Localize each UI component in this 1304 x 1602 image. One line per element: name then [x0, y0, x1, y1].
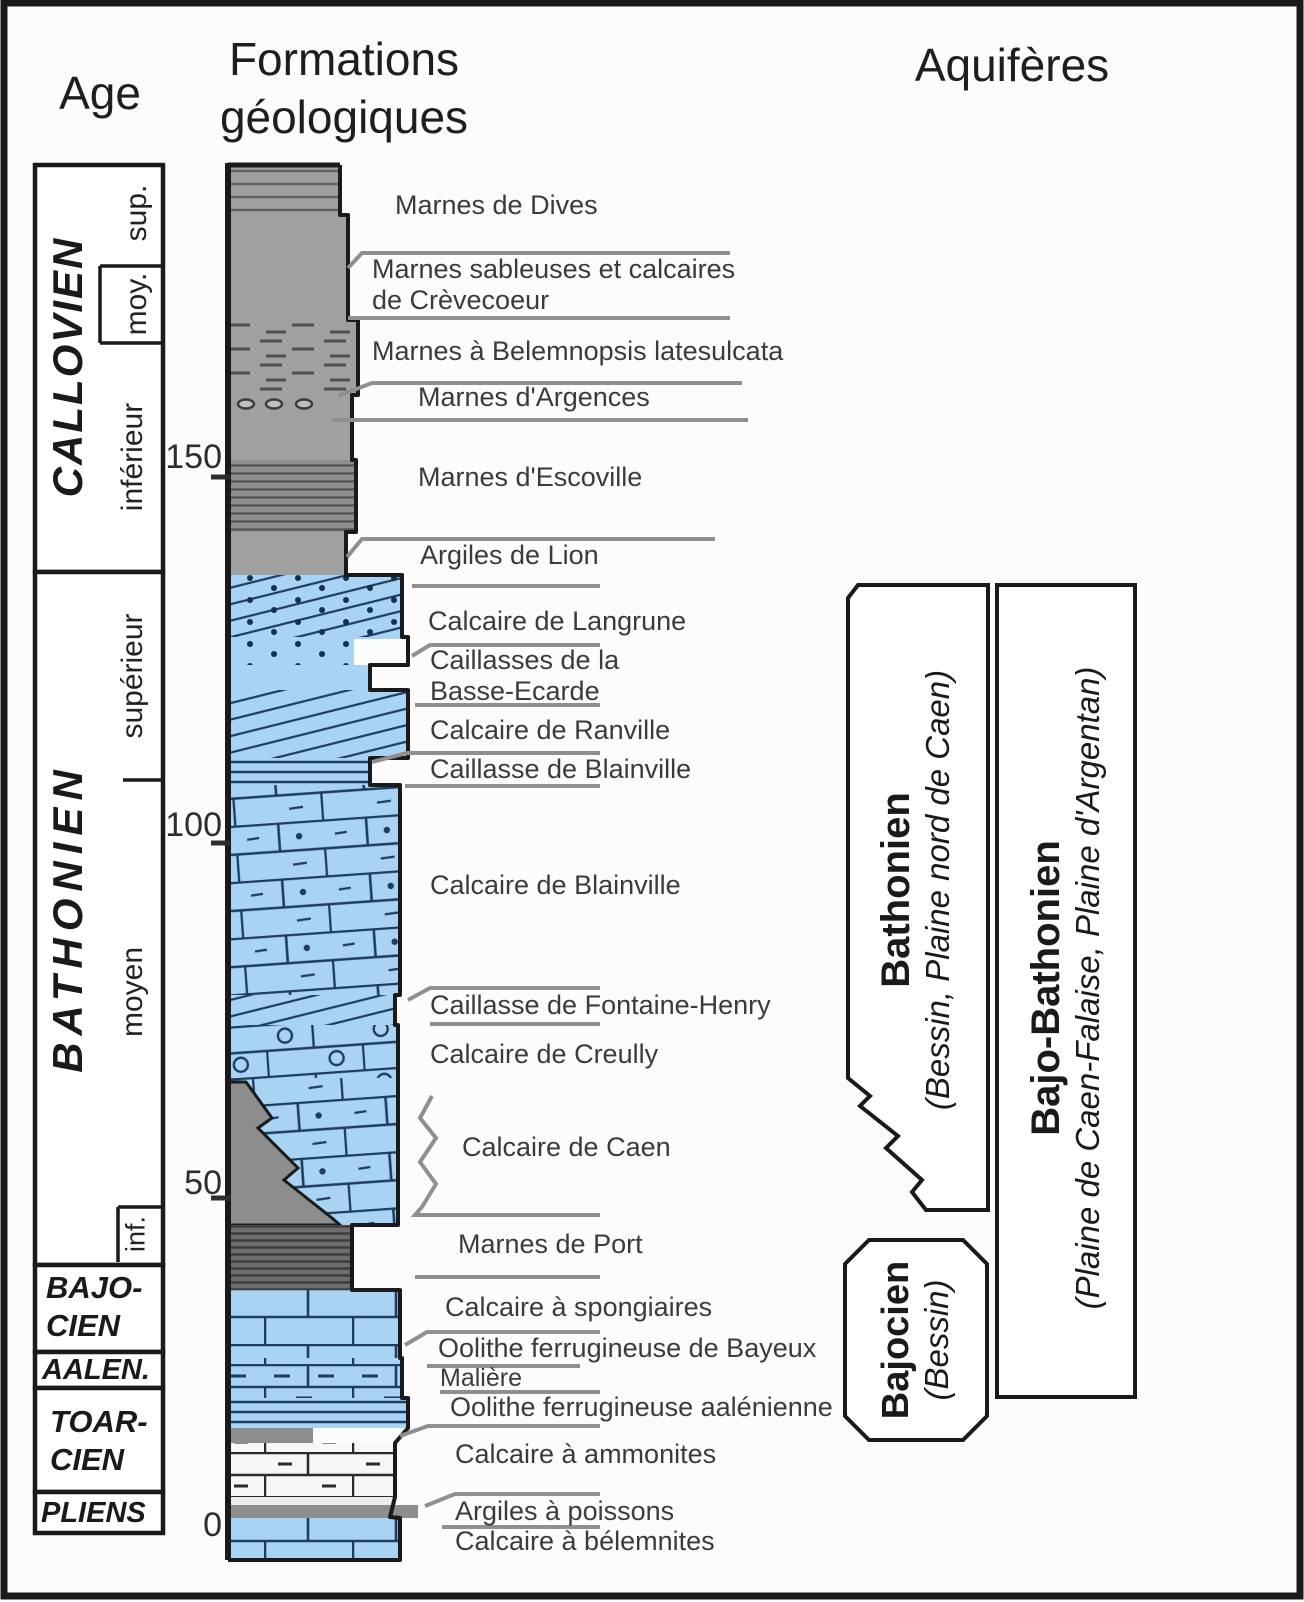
formation-label: Malière	[440, 1364, 522, 1392]
formation-label: Caillasse de Blainville	[430, 754, 692, 784]
formation-label: Caillasse de Fontaine-Henry	[430, 990, 771, 1020]
formation-label: Caillasses de la	[430, 645, 620, 675]
scale-label-50: 50	[184, 1164, 222, 1202]
scale-ticks	[211, 474, 230, 1201]
aquifer-box-bajocien	[843, 1238, 989, 1442]
aquifer-bathonien-detail: (Bessin, Plaine nord de Caen)	[919, 669, 956, 1111]
formation-label: Oolithe ferrugineuse aalénienne	[450, 1392, 833, 1422]
formation-label: Marnes d'Argences	[418, 382, 650, 412]
subdivision-callovien-inferieur: inférieur	[116, 402, 149, 512]
stage-pliensbachien: PLIENS	[41, 1497, 146, 1529]
formations-title-line1: Formations	[228, 33, 460, 85]
scale-label-150: 150	[165, 438, 222, 476]
stage-bajocien-line2: CIEN	[46, 1308, 121, 1343]
formation-label: Calcaire de Blainville	[430, 870, 681, 900]
formation-label: Basse-Ecarde	[430, 676, 600, 706]
formation-label: Oolithe ferrugineuse de Bayeux	[438, 1333, 817, 1363]
aquifer-box-bathonien	[846, 583, 990, 1212]
formations-column-title: Formations géologiques	[194, 30, 494, 146]
formations-title-line2: géologiques	[219, 91, 469, 143]
stage-toarcien-line2: CIEN	[50, 1442, 125, 1477]
formation-label: Argiles à poissons	[455, 1496, 675, 1526]
age-boxes	[32, 162, 166, 1536]
formation-label: Marnes de Port	[458, 1229, 643, 1259]
aquifer-bajocien-name: Bajocien	[875, 1260, 917, 1420]
formation-label: Argiles de Lion	[420, 540, 599, 570]
formation-label: Marnes sableuses et calcaires	[372, 254, 736, 284]
aquifer-bajo-bathonien-name: Bajo-Bathonien	[1024, 840, 1068, 1136]
formation-label: Marnes de Dives	[395, 190, 598, 220]
formation-label: Marnes d'Escoville	[418, 462, 643, 492]
stage-aalenien: AALEN.	[42, 1354, 150, 1386]
lithology-column	[225, 162, 418, 1562]
stage-callovien: CALLOVIEN	[44, 236, 91, 498]
stage-bajocien-line1: BAJO-	[46, 1270, 143, 1305]
formation-label: Calcaire de Ranville	[430, 715, 671, 745]
aquifer-box-bajo-bathonien	[995, 583, 1137, 1399]
subdivision-callovien-sup: sup.	[120, 184, 153, 242]
aquifer-boxes	[843, 583, 1137, 1442]
aquifer-bathonien-name: Bathonien	[874, 792, 918, 988]
aquifer-label-bajo-bathonien: Bajo-Bathonien (Plaine de Caen-Falaise, …	[1024, 667, 1108, 1310]
subdivision-bathonien-inf: inf.	[120, 1215, 151, 1253]
formation-label: Calcaire à spongiaires	[445, 1292, 713, 1322]
scale-label-0: 0	[203, 1506, 222, 1544]
formation-label: Calcaire à ammonites	[455, 1439, 717, 1469]
age-column-title: Age	[59, 67, 141, 119]
label-rules	[332, 251, 748, 1529]
aquifer-label-bathonien: Bathonien (Bessin, Plaine nord de Caen)	[874, 670, 958, 1110]
formation-label: Calcaire de Langrune	[428, 606, 687, 636]
subdivision-bathonien-moyen: moyen	[116, 946, 149, 1038]
aquifer-bajocien-detail: (Bessin)	[918, 1279, 955, 1401]
subdivision-dividers	[98, 264, 163, 1262]
subdivision-callovien-moy: moy.	[120, 272, 153, 336]
formation-label: de Crèvecoeur	[372, 285, 550, 315]
aquifer-bajo-bathonien-detail: (Plaine de Caen-Falaise, Plaine d'Argent…	[1069, 666, 1106, 1310]
scale-label-100: 100	[165, 806, 222, 844]
subdivision-bathonien-superieur: supérieur	[116, 613, 149, 739]
formation-label: Marnes à Belemnopsis latesulcata	[372, 336, 784, 366]
aquifer-label-bajocien: Bajocien (Bessin)	[875, 1261, 957, 1419]
formation-label: Calcaire à bélemnites	[455, 1526, 715, 1556]
formation-label: Calcaire de Creully	[430, 1039, 659, 1069]
formation-label: Calcaire de Caen	[462, 1132, 671, 1162]
stage-toarcien-line1: TOAR-	[50, 1404, 148, 1439]
stage-bathonien: BATHONIEN	[44, 763, 91, 1073]
aquiferes-column-title: Aquifères	[914, 39, 1110, 91]
